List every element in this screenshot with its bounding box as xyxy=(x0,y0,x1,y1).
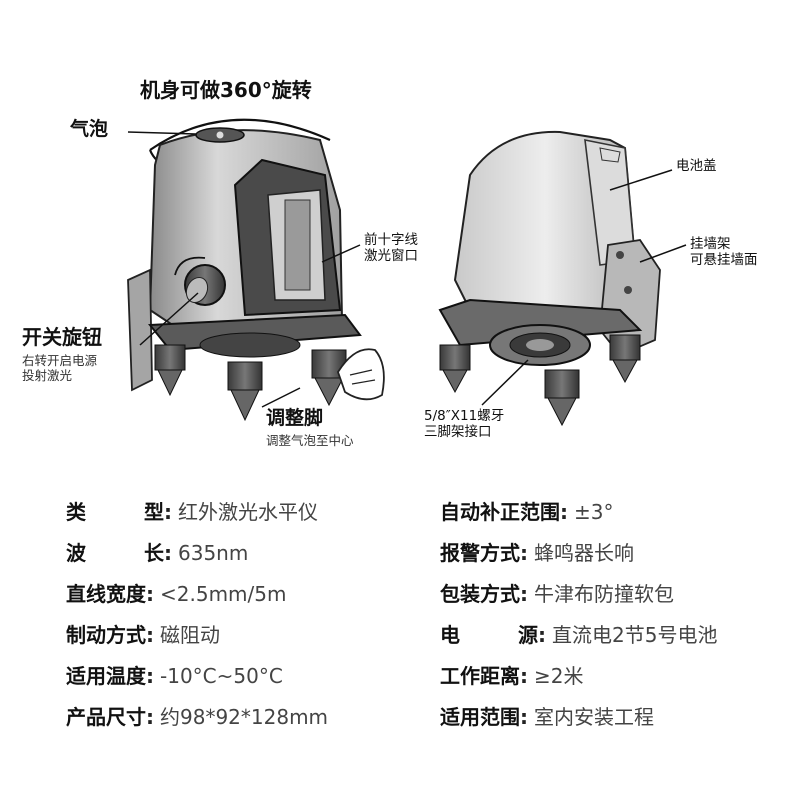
feet-title: 调整脚 xyxy=(266,407,324,429)
spec-temperature: 适用温度:-10°C~50°C xyxy=(66,664,283,688)
switch-description: 右转开启电源 投射激光 xyxy=(22,353,98,383)
adjust-foot-center xyxy=(227,361,263,422)
spec-compensation: 自动补正范围:±3° xyxy=(440,500,614,524)
spec-alarm: 报警方式:蜂鸣器长响 xyxy=(440,541,634,565)
adjust-foot-left xyxy=(154,344,186,397)
spec-application: 适用范围:室内安装工程 xyxy=(440,705,654,729)
product-diagram: 机身可做360°旋转 气泡 前十字线 激光窗口 开关旋钮 右转开启电源 投射激光… xyxy=(22,78,758,448)
spec-table: 类型:红外激光水平仪 波长:635nm 直线宽度:<2.5mm/5m 制动方式:… xyxy=(0,478,800,800)
battery-cover-label: 电池盖 xyxy=(676,158,717,174)
laser-level-illustration xyxy=(127,118,687,427)
feet-description: 调整气泡至中心 xyxy=(266,433,354,448)
spec-power: 电源:直流电2节5号电池 xyxy=(440,623,718,647)
spec-wavelength: 波长:635nm xyxy=(66,541,249,565)
spec-type: 类型:红外激光水平仪 xyxy=(66,500,318,524)
rotation-arc-top xyxy=(149,118,331,151)
front-window-label: 前十字线 激光窗口 xyxy=(364,232,418,265)
spec-line-width: 直线宽度:<2.5mm/5m xyxy=(66,582,287,606)
spec-damping: 制动方式:磁阻动 xyxy=(66,623,220,647)
rotation-label: 机身可做360°旋转 xyxy=(140,78,312,102)
switch-title: 开关旋钮 xyxy=(22,325,102,349)
rear-device xyxy=(438,130,687,427)
spec-distance: 工作距离:≥2米 xyxy=(440,664,584,688)
spec-packaging: 包装方式:牛津布防撞软包 xyxy=(440,582,674,606)
bubble-label: 气泡 xyxy=(70,118,109,140)
hand-illustration xyxy=(337,348,385,401)
thread-label: 5/8″X11螺牙 三脚架接口 xyxy=(424,408,505,441)
wall-mount-label: 挂墙架 可悬挂墙面 xyxy=(690,236,758,269)
front-device xyxy=(127,118,385,422)
spec-size: 产品尺寸:约98*92*128mm xyxy=(66,705,329,729)
